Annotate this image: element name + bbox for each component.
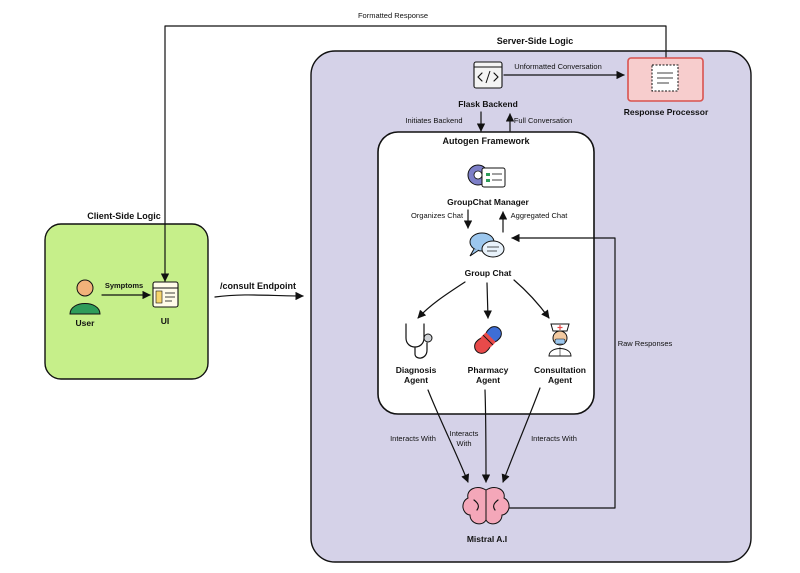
- edge-raw-responses: [507, 233, 616, 509]
- client-region: [44, 223, 209, 380]
- edge-consultation-mistral: [501, 387, 541, 483]
- edge-groupchat-diagnosis: [417, 281, 466, 319]
- edge-full-conversation-label: Full Conversation: [514, 116, 572, 125]
- gear-icon: [467, 164, 506, 188]
- edge-pharmacy-mistral: [481, 389, 491, 483]
- edge-interacts-right-label: Interacts With: [531, 434, 577, 443]
- edge-symptoms-label: Symptoms: [105, 281, 143, 290]
- flask-backend-label: Flask Backend: [458, 99, 518, 109]
- pharmacy-agent-label-1: Pharmacy: [468, 365, 509, 375]
- edge-aggregated-chat-label: Aggregated Chat: [511, 211, 569, 220]
- pharmacy-agent-label-2: Agent: [476, 375, 500, 385]
- ui-label: UI: [161, 316, 170, 326]
- stethoscope-icon: [405, 323, 433, 359]
- edge-interacts-mid-label-2: With: [457, 439, 472, 448]
- response-processor-label: Response Processor: [624, 107, 709, 117]
- pill-icon: [474, 326, 502, 354]
- client-region-title: Client-Side Logic: [87, 211, 161, 221]
- ui-window-icon[interactable]: [152, 281, 179, 308]
- consultation-agent-label-1: Consultation: [534, 365, 586, 375]
- user-icon: [69, 279, 101, 315]
- edge-formatted-response: [160, 25, 667, 282]
- edge-diagnosis-mistral: [427, 389, 470, 483]
- user-label: User: [76, 318, 96, 328]
- groupchat-manager-label: GroupChat Manager: [447, 197, 529, 207]
- edge-organizes-chat-label: Organizes Chat: [411, 211, 464, 220]
- edge-consult-endpoint: [214, 291, 304, 301]
- edge-interacts-left-label: Interacts With: [390, 434, 436, 443]
- document-icon: [651, 64, 679, 92]
- brain-icon: [462, 487, 510, 525]
- edge-groupchat-pharmacy: [483, 282, 492, 319]
- code-icon: [473, 61, 503, 89]
- mistral-label: Mistral A.I: [467, 534, 507, 544]
- server-region-title: Server-Side Logic: [497, 36, 574, 46]
- group-chat-label: Group Chat: [465, 268, 512, 278]
- edge-initiates-backend-label: Initiates Backend: [405, 116, 462, 125]
- edge-consult-endpoint-label: /consult Endpoint: [220, 281, 296, 291]
- autogen-region-title: Autogen Framework: [442, 136, 530, 146]
- edge-unformatted-conversation-label: Unformatted Conversation: [514, 62, 602, 71]
- consultation-agent-label-2: Agent: [548, 375, 572, 385]
- edge-raw-responses-label: Raw Responses: [618, 339, 673, 348]
- edge-groupchat-consultation: [513, 279, 550, 319]
- edge-formatted-response-label: Formatted Response: [358, 11, 428, 20]
- edge-interacts-mid-label-1: Interacts: [450, 429, 479, 438]
- diagnosis-agent-label-2: Agent: [404, 375, 428, 385]
- diagnosis-agent-label-1: Diagnosis: [396, 365, 437, 375]
- doctor-icon: [548, 323, 572, 357]
- chat-bubbles-icon: [469, 232, 505, 258]
